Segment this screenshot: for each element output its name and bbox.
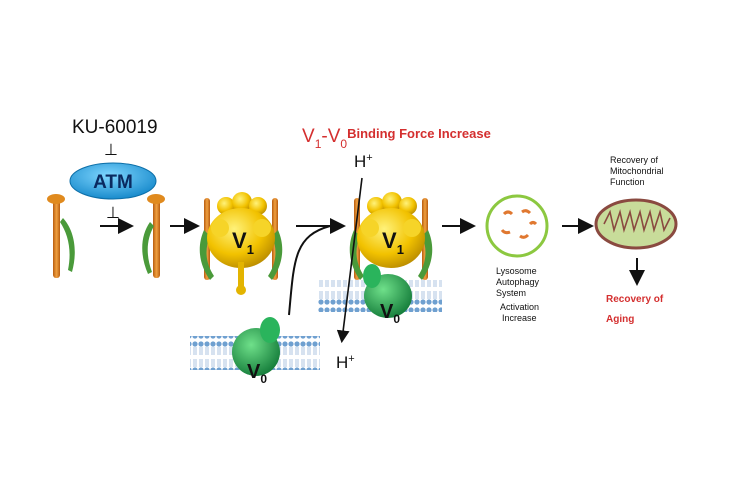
- v1-label-2: V1: [382, 228, 404, 257]
- atm-ellipse: [69, 162, 157, 200]
- aging-text: Recovery of Aging: [606, 294, 666, 325]
- atm-inhibition-symbol: ⊥: [106, 205, 120, 222]
- proton-path-arrow: [336, 177, 363, 344]
- join-curve: [288, 225, 331, 316]
- stalk-pair-2: [142, 194, 165, 278]
- mitochondria-text: Recovery of Mitochondrial Function: [610, 155, 666, 187]
- proton-bottom: H+: [336, 353, 355, 372]
- v0-complex-free: [232, 317, 280, 376]
- mitochondria-icon: [594, 198, 678, 250]
- proton-top: H+: [354, 152, 373, 171]
- lysosome-text: Lysosome Autophagy System Activation Inc…: [496, 266, 542, 323]
- stalk-pair-1: [47, 194, 75, 278]
- lysosome-icon: [485, 194, 549, 258]
- v1-complex-1: [199, 192, 283, 295]
- v0-label-2: V0: [380, 301, 400, 326]
- v1v0-complex-assembled: [349, 192, 433, 318]
- atm-label: ATM: [93, 172, 133, 193]
- binding-title: V1-V0Binding Force Increase: [302, 126, 491, 151]
- v0-label-free: V0: [247, 361, 267, 386]
- v1-label-1: V1: [232, 228, 254, 257]
- inhibition-symbol: ⊥: [104, 142, 118, 159]
- inhibitor-label: KU-60019: [72, 117, 158, 138]
